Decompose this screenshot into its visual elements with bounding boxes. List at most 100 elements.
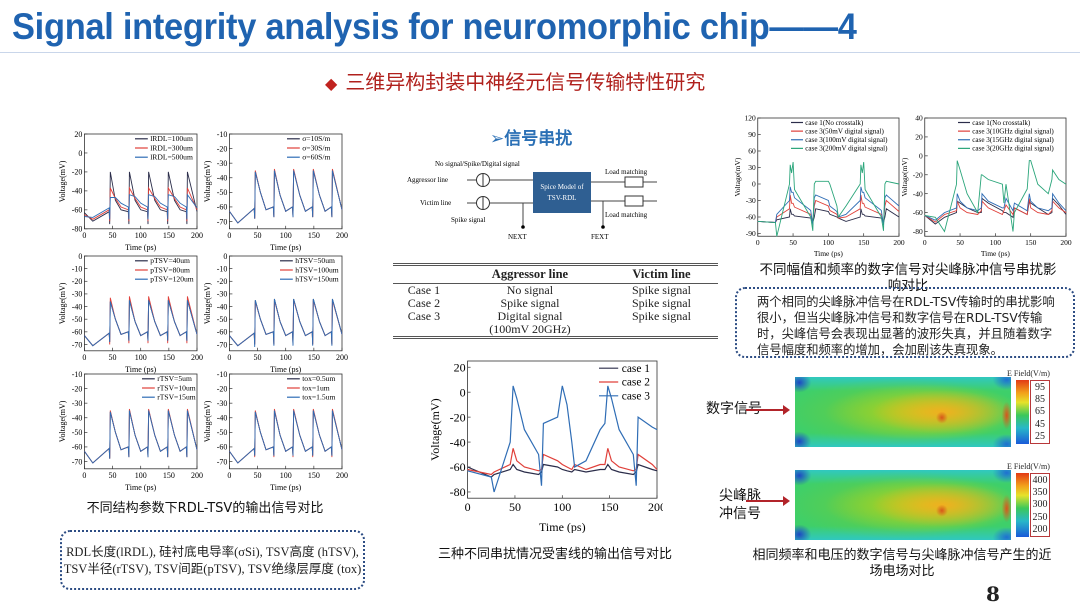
load-2: [624, 195, 644, 207]
series-line-1: [84, 171, 198, 225]
y-tick-label: -60: [217, 203, 228, 212]
y-tick-label: -60: [746, 213, 756, 222]
victim-label: Victim line: [420, 199, 451, 207]
y-axis-label: Voltage(mV): [203, 160, 212, 202]
x-tick-label: 0: [465, 500, 471, 514]
x-tick-label: 100: [135, 231, 147, 240]
crosstalk-note-text: 两个相同的尖峰脉冲信号在RDL-TSV传输时的串扰影响很小，但当尖峰脉冲信号和数…: [757, 295, 1055, 357]
x-tick-label: 200: [1060, 238, 1072, 247]
next-label: NEXT: [508, 233, 527, 241]
x-tick-label: 0: [756, 238, 760, 247]
y-tick-label: -20: [450, 410, 466, 424]
heatmap2-label: 尖峰脉冲信号: [719, 488, 761, 522]
x-tick-label: 50: [254, 471, 262, 480]
table-header: [393, 264, 455, 284]
legend-label: pTSV=80um: [150, 265, 190, 274]
tick: 250: [1032, 511, 1048, 523]
y-tick-label: -20: [217, 144, 228, 153]
x-axis-label: Time (ps): [539, 520, 586, 533]
series-line-2: [467, 448, 658, 476]
x-tick-label: 0: [923, 238, 927, 247]
x-axis-label: Time (ps): [981, 249, 1011, 258]
tick: 200: [1032, 524, 1048, 536]
source-label: No signal/Spike/Digital signal: [435, 160, 520, 168]
legend-label: case 3(100mV digital signal): [805, 136, 888, 144]
table-cell: Case 2: [407, 296, 441, 310]
y-tick-label: 20: [74, 130, 82, 139]
series-line-3: [84, 193, 198, 220]
legend-label: case 3(15GHz digital signal): [972, 136, 1054, 144]
x-tick-label: 100: [280, 231, 292, 240]
table-cell: Spike signal: [631, 283, 691, 297]
series-line-3: [229, 410, 343, 464]
series-line-3: [84, 410, 198, 464]
efield-heatmap-spike: [795, 470, 1011, 540]
y-axis-label: Voltage(mV): [58, 282, 67, 324]
x-tick-label: 150: [163, 353, 175, 362]
note-line-2: TSV半径(rTSV), TSV间距(pTSV), TSV绝缘层厚度 (tox): [63, 562, 362, 576]
y-tick-label: 0: [919, 151, 923, 160]
tick: 85: [1035, 394, 1045, 406]
x-tick-label: 150: [308, 471, 320, 480]
y-tick-label: -20: [72, 277, 83, 286]
y-axis-label: Voltage(mV): [428, 398, 442, 460]
y-tick-label: -60: [217, 443, 228, 452]
heatmap1-label: 数字信号: [706, 401, 762, 417]
spice-model-block: [533, 172, 591, 213]
y-tick-label: -80: [72, 225, 83, 234]
table-header: Aggressor line: [454, 264, 605, 284]
y-tick-label: -40: [72, 187, 83, 196]
y-tick-label: -30: [746, 196, 756, 205]
arrow-icon: [746, 496, 790, 506]
plot-frame: [467, 360, 658, 499]
tick: 25: [1035, 431, 1045, 443]
heatmap2-title: E Field(V/m): [1007, 462, 1050, 471]
legend-label: hTSV=100um: [295, 265, 339, 274]
y-tick-label: -50: [217, 428, 228, 437]
legend-label: rTSV=15um: [157, 393, 196, 402]
y-tick-label: -40: [72, 414, 83, 423]
table-cell: Spike signal: [631, 296, 691, 310]
heatmap1-title: E Field(V/m): [1007, 369, 1050, 378]
diamond-bullet-icon: ◆: [325, 74, 338, 93]
x-axis-label: Time (ps): [270, 243, 301, 252]
legend-label: case 1(No crosstalk): [805, 119, 864, 127]
crosstalk-diagram: No signal/Spike/Digital signal Aggressor…: [407, 160, 657, 241]
heatmap-caption: 相同频率和电压的数字信号与尖峰脉冲信号产生的近场电场对比: [752, 548, 1052, 579]
x-tick-label: 200: [191, 231, 203, 240]
x-tick-label: 200: [336, 231, 348, 240]
legend-label: case 1: [622, 363, 650, 375]
legend-label: case 1(No crosstalk): [972, 119, 1031, 127]
x-axis-label: Time (ps): [814, 249, 844, 258]
series-line-3: [229, 170, 343, 224]
x-tick-label: 200: [336, 353, 348, 362]
y-tick-label: -40: [450, 435, 466, 449]
x-tick-label: 0: [82, 231, 86, 240]
parameter-note-box: RDL长度(lRDL), 硅衬底电导率(σSi), TSV高度 (hTSV), …: [60, 530, 365, 590]
y-tick-label: -70: [217, 217, 228, 226]
x-axis-label: Time (ps): [125, 243, 156, 252]
y-tick-label: -10: [217, 370, 228, 379]
y-tick-label: 20: [915, 133, 923, 142]
x-tick-label: 200: [648, 500, 663, 514]
y-tick-label: -70: [217, 457, 228, 466]
legend-label: case 3(20GHz digital signal): [972, 145, 1054, 153]
y-tick-label: 0: [78, 149, 82, 158]
legend-label: rTSV=5um: [157, 374, 192, 383]
load-label-2: Load matching: [605, 211, 648, 219]
x-tick-label: 50: [509, 500, 521, 514]
x-tick-label: 50: [254, 353, 262, 362]
y-tick-label: -20: [913, 170, 923, 179]
right-caption: 不同幅值和频率的数字信号对尖峰脉冲信号串扰影响对比: [759, 262, 1057, 294]
legend-label: case 3(50mV digital signal): [805, 127, 884, 135]
tick: 400: [1032, 474, 1048, 486]
y-tick-label: -40: [72, 302, 83, 311]
legend-label: tox=1um: [302, 383, 330, 392]
x-axis-label: Time (ps): [125, 365, 156, 374]
